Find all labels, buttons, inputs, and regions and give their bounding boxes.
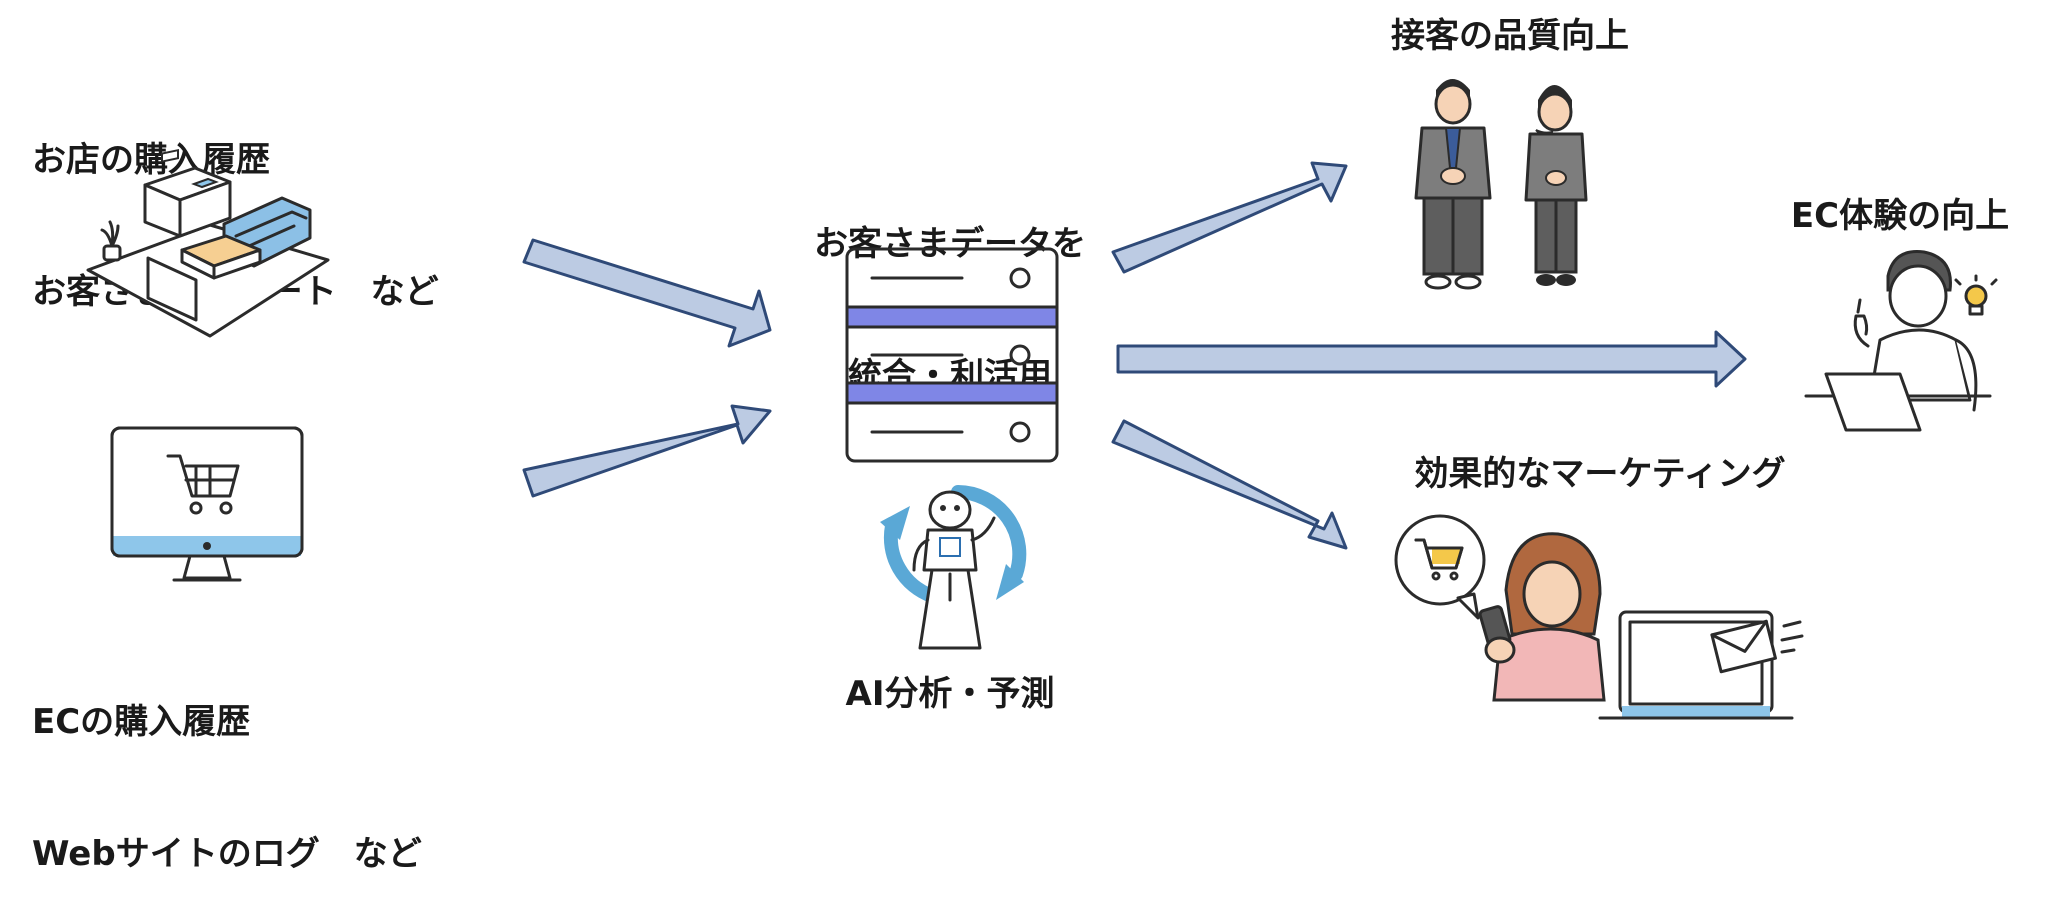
woman-face: [1522, 560, 1582, 628]
robot-cycle-icon: [880, 485, 1027, 650]
living-room-icon: [86, 148, 330, 338]
laptop-mail-icon: [1598, 610, 1804, 720]
server-icon: [845, 247, 1059, 463]
person-laptop-idea-icon: [1804, 250, 1998, 432]
staff-man-hands: [1440, 167, 1466, 185]
input-ec-line2: Webサイトのログ など: [32, 834, 422, 874]
woman-smartphone-icon: [1394, 514, 1606, 702]
staff-woman-face: [1537, 92, 1573, 132]
arrow-hub-to-marketing: [1111, 419, 1348, 550]
laptop-base-stripe: [1622, 706, 1770, 718]
staff-woman-hands: [1545, 170, 1567, 186]
idea-bulb: [1964, 284, 1988, 308]
staff-woman-jacket: [1524, 132, 1588, 202]
server-stripe-2: [847, 383, 1057, 403]
arrows: [522, 161, 1747, 550]
ai-label: AI分析・予測: [845, 674, 1055, 714]
cycle-arc-left: [883, 519, 939, 603]
output-ec-experience-label: EC体験の向上: [1790, 196, 2010, 236]
shelf-book: [191, 177, 219, 189]
input-store-line1: お店の購入履歴: [32, 140, 270, 180]
cycle-head-right: [996, 564, 1024, 600]
hub-title-line1: お客さまデータを: [814, 224, 1086, 264]
arrow-hub-to-ec-experience: [1116, 330, 1747, 388]
woman-hand: [1484, 636, 1516, 664]
arrow-store-to-hub: [522, 238, 772, 348]
monitor-cart-icon: [110, 426, 304, 582]
output-service-label: 接客の品質向上: [1391, 16, 1629, 56]
bubble-cart-fill: [1432, 548, 1460, 564]
cycle-head-left: [880, 506, 910, 540]
cycle-arc-right: [951, 485, 1027, 581]
diagram-canvas: .ln { fill: none; stroke: #2b2b2b; strok…: [86, 79, 1998, 720]
arrow-hub-to-service: [1111, 161, 1348, 274]
arrow-ec-to-hub: [522, 404, 772, 498]
output-marketing-label: 効果的なマーケティング: [1414, 454, 1786, 494]
server-stripe-1: [847, 307, 1057, 327]
staff-man-face: [1434, 83, 1472, 125]
woman-sweater: [1492, 627, 1606, 702]
staff-bowing-icon: [1414, 79, 1588, 290]
